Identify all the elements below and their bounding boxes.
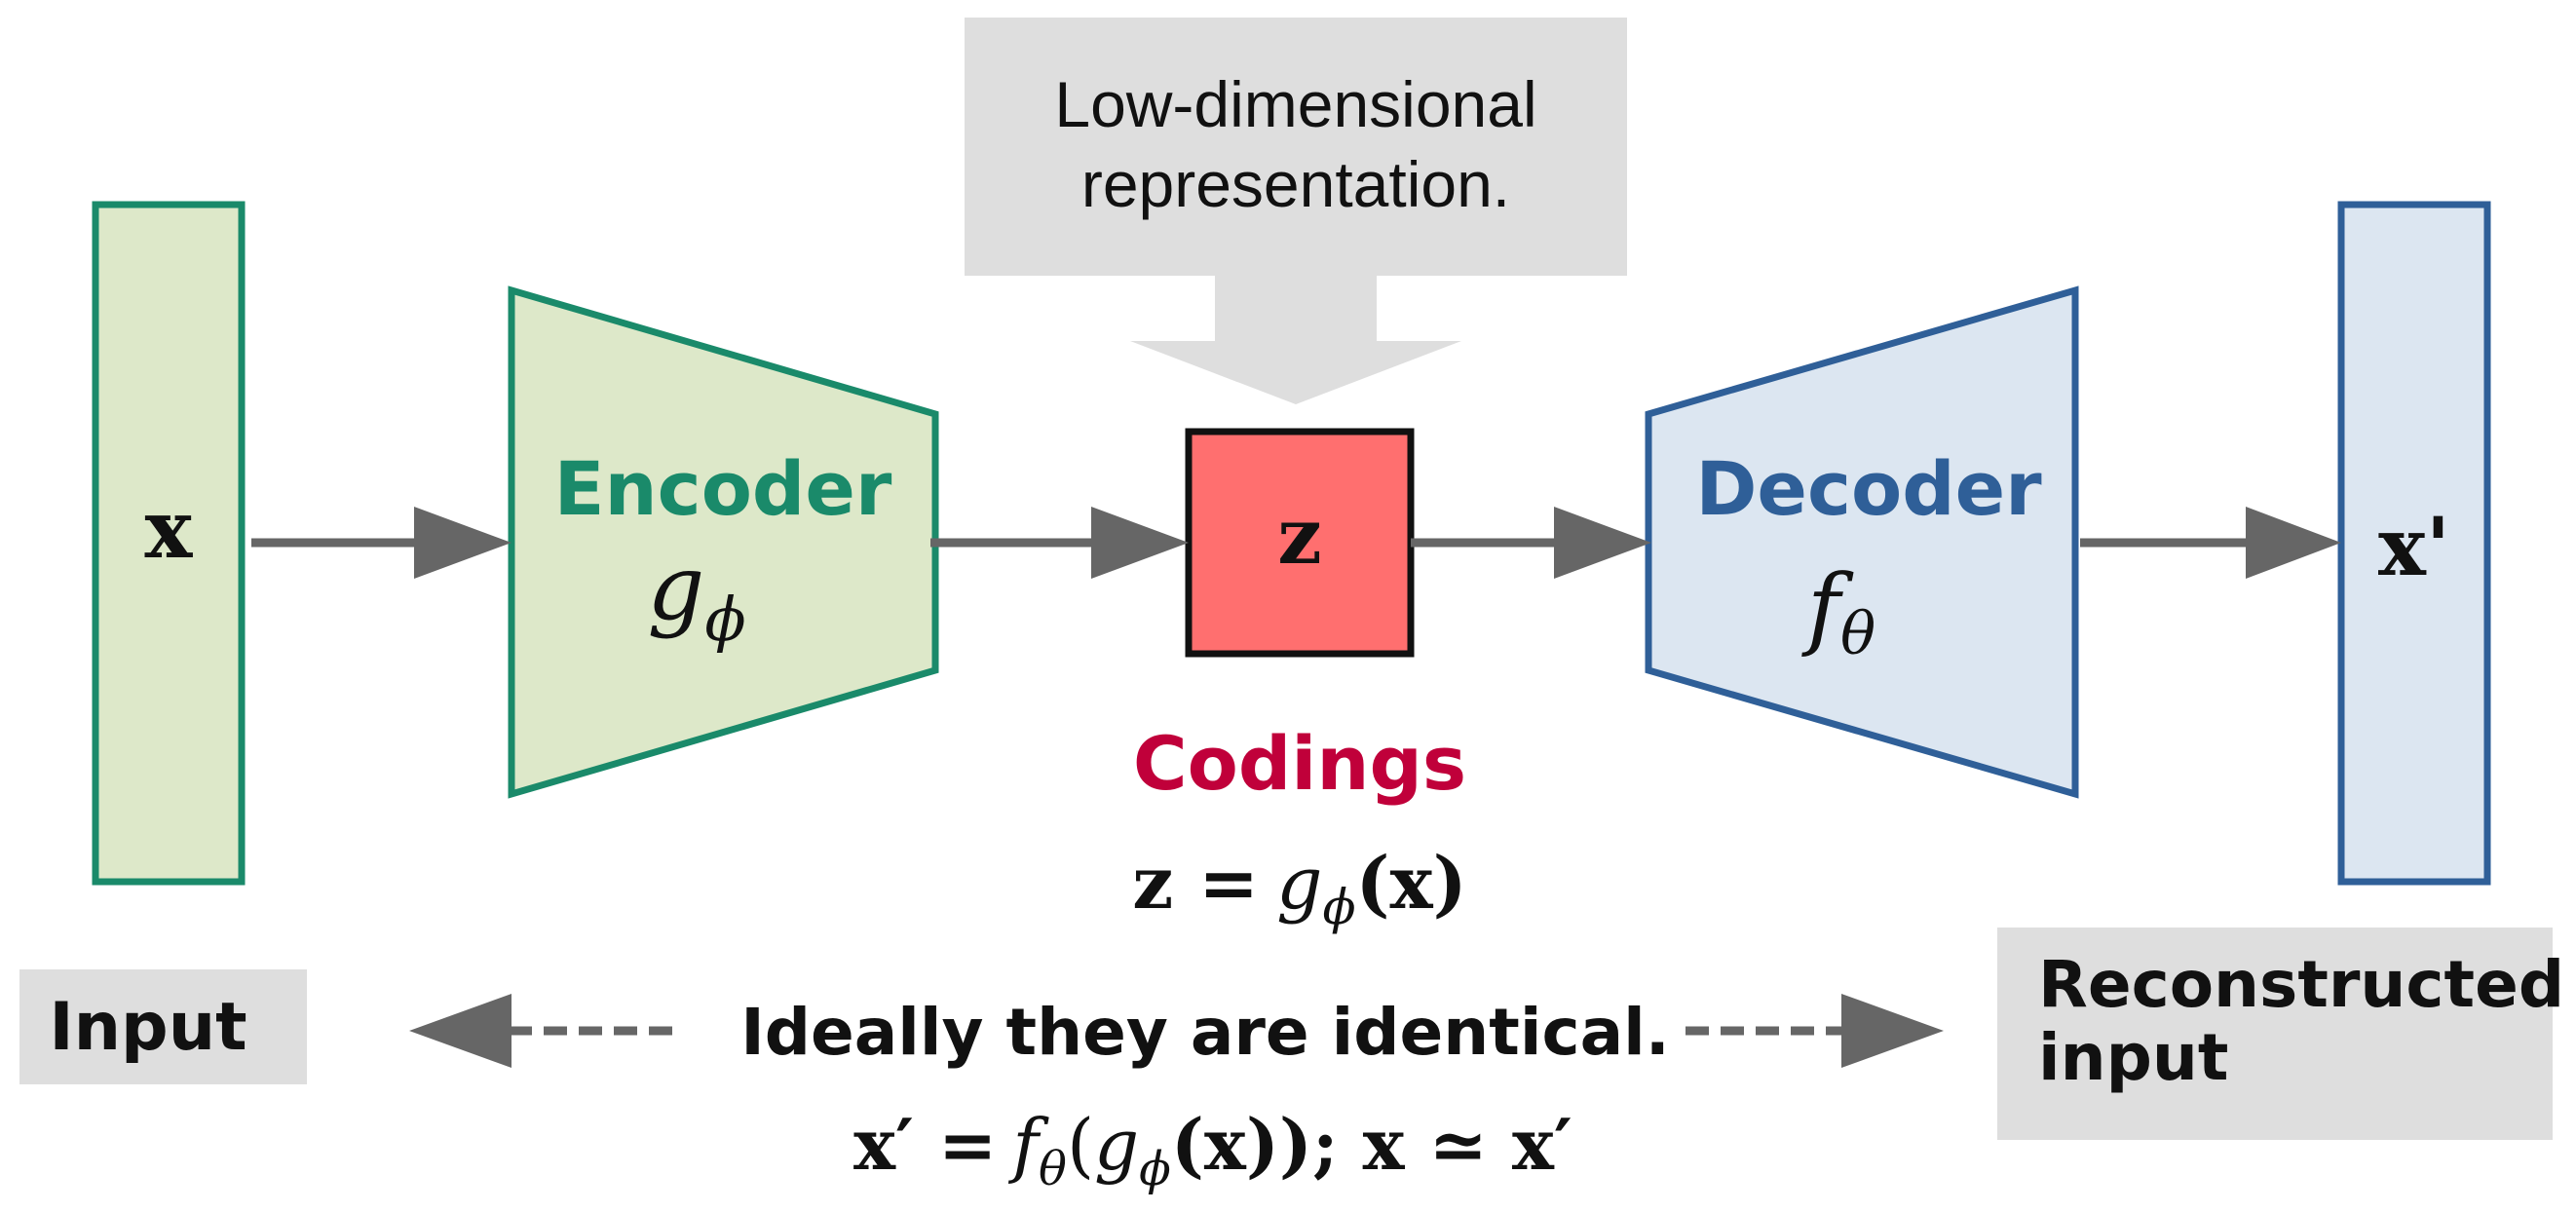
- input-vector: x: [92, 201, 246, 886]
- encoder-title: Encoder: [554, 445, 892, 532]
- flow-arrows: [251, 507, 2341, 579]
- reconstructed-label: Reconstructed input: [1997, 928, 2564, 1140]
- dashed-arrow-left: [409, 994, 672, 1068]
- reconstructed-label-box: [1997, 928, 2553, 1140]
- codings-equation: z =gϕ(x): [1132, 842, 1466, 935]
- output-vector: x': [2337, 201, 2491, 886]
- callout-shape: [965, 18, 1627, 404]
- encoder: Encoder gϕ: [508, 285, 939, 799]
- latent-square: [1185, 428, 1415, 658]
- input-vector-symbol: x: [145, 483, 194, 577]
- output-vector-box: [2337, 201, 2491, 886]
- input-vector-box: [92, 201, 246, 886]
- decoder-title: Decoder: [1695, 445, 2042, 532]
- reconstructed-label-line1: Reconstructed: [2038, 947, 2564, 1022]
- identity-note: Ideally they are identical. x′ =fθ(gϕ(x)…: [740, 995, 1670, 1196]
- codings: Codings z =gϕ(x): [1132, 720, 1466, 935]
- encoder-function: gϕ: [647, 536, 745, 655]
- input-label-text: Input: [49, 989, 246, 1066]
- latent-symbol: z: [1277, 490, 1321, 582]
- input-label: Input: [19, 969, 307, 1084]
- encoder-shape: [508, 285, 939, 799]
- decoder-shape: [1645, 285, 2079, 799]
- decoder: Decoder fθ: [1645, 285, 2079, 799]
- arrow-latent-to-decoder: [1411, 507, 1651, 579]
- latent-box: z: [1185, 428, 1415, 658]
- arrow-encoder-to-latent: [930, 507, 1189, 579]
- arrow-decoder-to-output: [2080, 507, 2341, 579]
- codings-title: Codings: [1133, 720, 1466, 807]
- identity-arrows: [409, 994, 1944, 1068]
- input-label-box: [19, 969, 307, 1084]
- callout-line2: representation.: [1081, 148, 1510, 220]
- reconstructed-label-line2: input: [2038, 1020, 2228, 1095]
- callout: Low-dimensional representation.: [965, 18, 1627, 404]
- dashed-arrow-right: [1686, 994, 1944, 1068]
- arrow-input-to-encoder: [251, 507, 511, 579]
- identity-text: Ideally they are identical.: [740, 995, 1670, 1070]
- identity-equation: x′ =fθ(gϕ(x)); x ≃ x′: [853, 1103, 1572, 1196]
- output-vector-symbol: x': [2378, 501, 2450, 594]
- callout-line1: Low-dimensional: [1054, 68, 1536, 140]
